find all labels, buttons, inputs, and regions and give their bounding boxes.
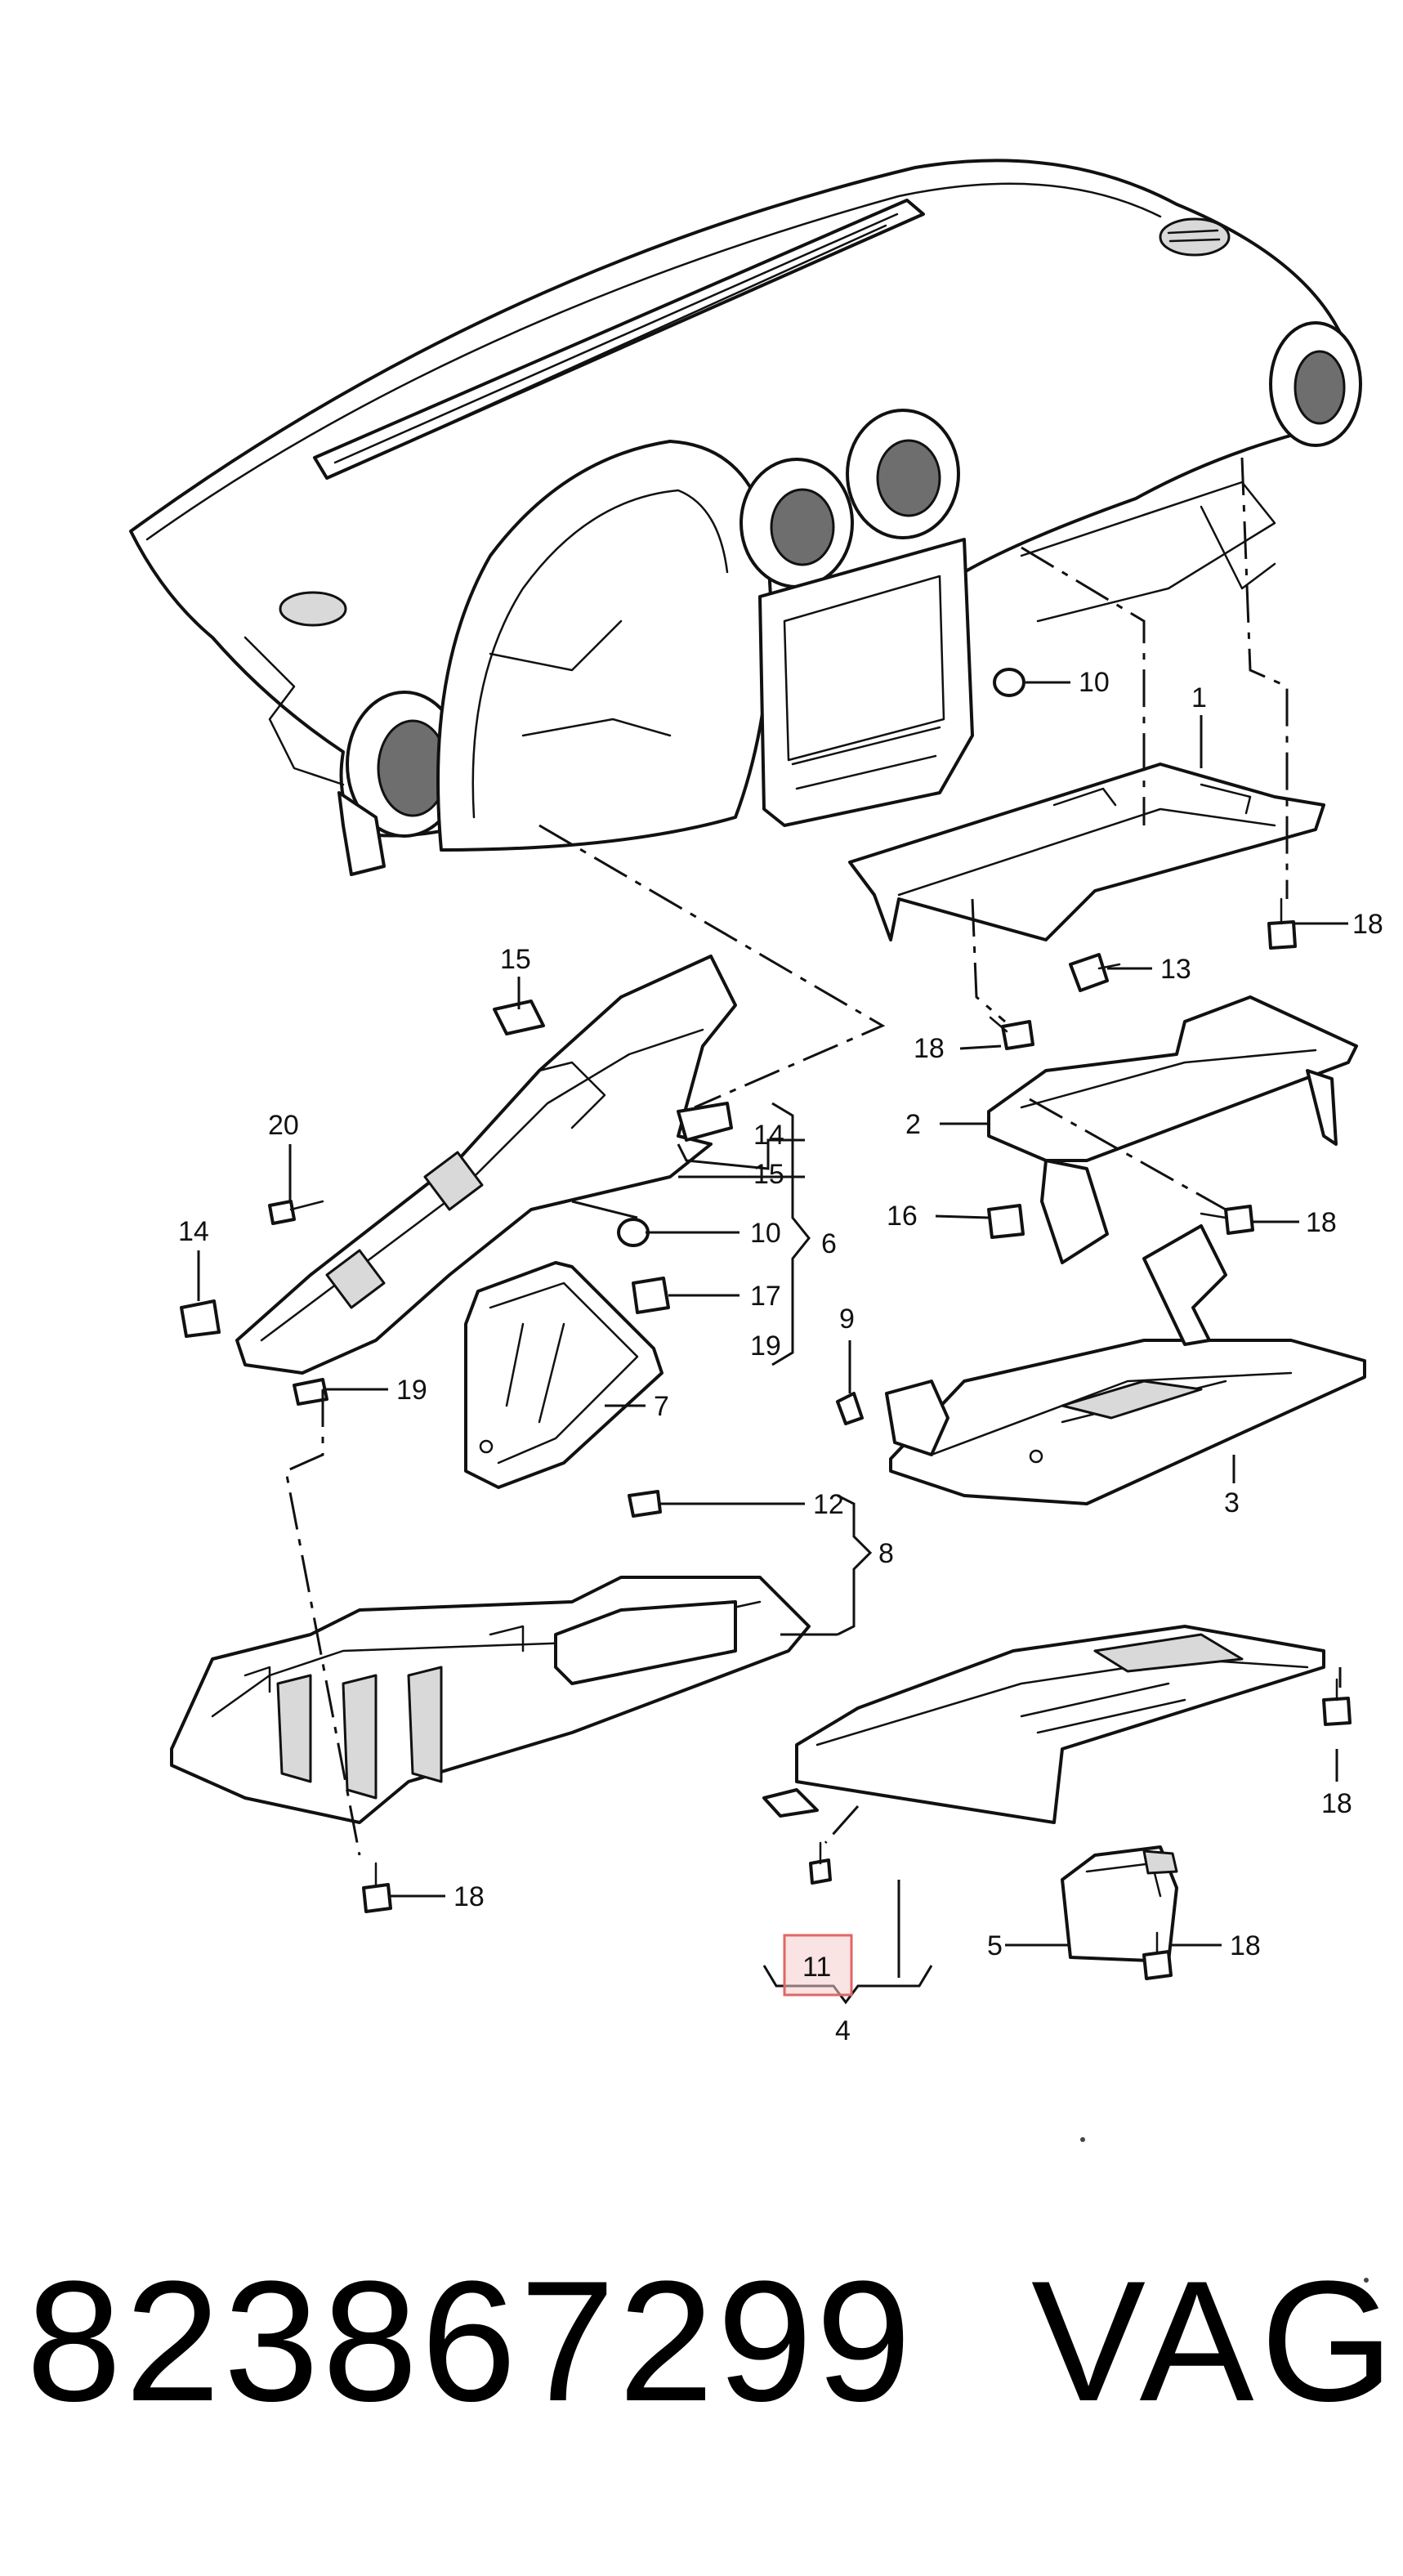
dashboard-assembly <box>129 159 1362 876</box>
callout-18-f: 18 <box>1230 1930 1261 1961</box>
callout-17: 17 <box>750 1281 781 1312</box>
callout-14-right: 14 <box>753 1120 784 1151</box>
callout-19-right: 19 <box>750 1330 781 1362</box>
callout-15-right: 15 <box>753 1159 784 1190</box>
callout-14-left: 14 <box>178 1216 209 1247</box>
callout-20: 20 <box>268 1110 299 1141</box>
callout-10-upper: 10 <box>1079 667 1110 698</box>
brand-text: VAG <box>1031 2245 1401 2437</box>
callout-labels: 10 1 18 13 18 2 18 16 3 9 15 20 14 14 15… <box>178 667 1383 2046</box>
part-number-text: 823867299 <box>26 2245 915 2437</box>
callout-2: 2 <box>905 1109 921 1140</box>
callout-6: 6 <box>821 1228 837 1259</box>
part-4-floor-cover <box>762 1625 1325 1824</box>
callout-10-lower: 10 <box>750 1218 781 1249</box>
part-3-console-cover <box>885 1224 1366 1505</box>
part-1-tray <box>848 763 1325 941</box>
callout-18-a: 18 <box>1352 909 1383 940</box>
part-7-lid <box>464 1261 664 1489</box>
callout-16: 16 <box>887 1201 918 1232</box>
callout-19-left: 19 <box>396 1375 427 1406</box>
callout-11: 11 <box>802 1952 831 1983</box>
callout-5: 5 <box>987 1930 1003 1961</box>
callout-8: 8 <box>878 1538 894 1569</box>
callout-18-e: 18 <box>454 1881 485 1912</box>
callout-7: 7 <box>654 1391 669 1422</box>
callout-18-b: 18 <box>914 1033 945 1064</box>
callout-4: 4 <box>835 2015 851 2046</box>
callout-1: 1 <box>1191 682 1207 713</box>
callout-3: 3 <box>1224 1487 1240 1518</box>
callout-9: 9 <box>839 1304 855 1335</box>
part-2-bracket <box>987 995 1358 1264</box>
assembly-lines <box>284 457 1342 1856</box>
callout-18-d: 18 <box>1321 1788 1352 1819</box>
highlight-box-11 <box>783 1934 853 1997</box>
callout-18-c: 18 <box>1306 1207 1337 1238</box>
part-6-console-trim <box>235 955 737 1375</box>
part-8-floor-cover <box>170 1576 811 1824</box>
callout-13: 13 <box>1160 954 1191 985</box>
part-5-bracket <box>1061 1845 1178 1963</box>
leader-lines <box>197 681 1348 2005</box>
callout-12: 12 <box>813 1489 844 1520</box>
fasteners <box>180 668 1352 1980</box>
callout-15-upper: 15 <box>500 944 531 975</box>
